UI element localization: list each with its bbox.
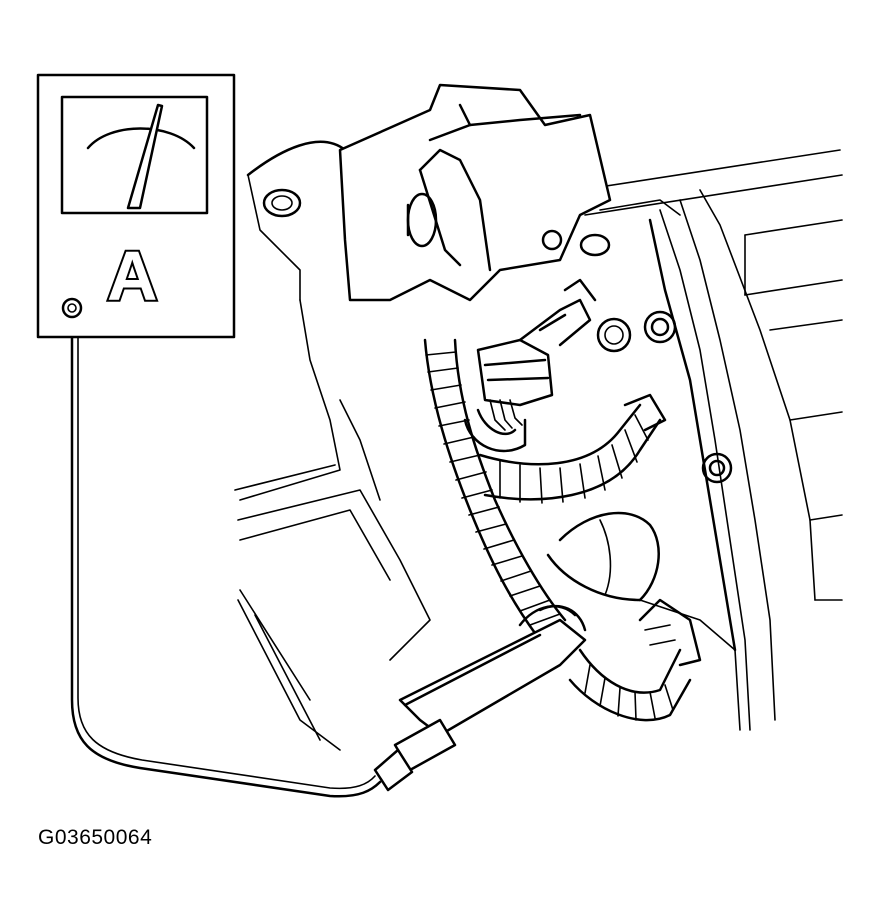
sensor-connector — [476, 278, 597, 431]
meter-lead-wire — [70, 308, 382, 798]
figure-code-label: G03650064 — [38, 826, 153, 849]
ammeter-needle — [126, 103, 164, 210]
ammeter-scale-arc — [86, 127, 196, 150]
clamp-probe — [373, 604, 587, 792]
wire-harness — [423, 338, 702, 722]
ammeter: A — [36, 73, 236, 339]
meter-lead-wire-inner — [77, 311, 376, 790]
ammeter-lead-jack — [61, 297, 83, 319]
ammeter-unit-letter: A — [107, 237, 158, 315]
transmission-housing — [234, 83, 843, 751]
